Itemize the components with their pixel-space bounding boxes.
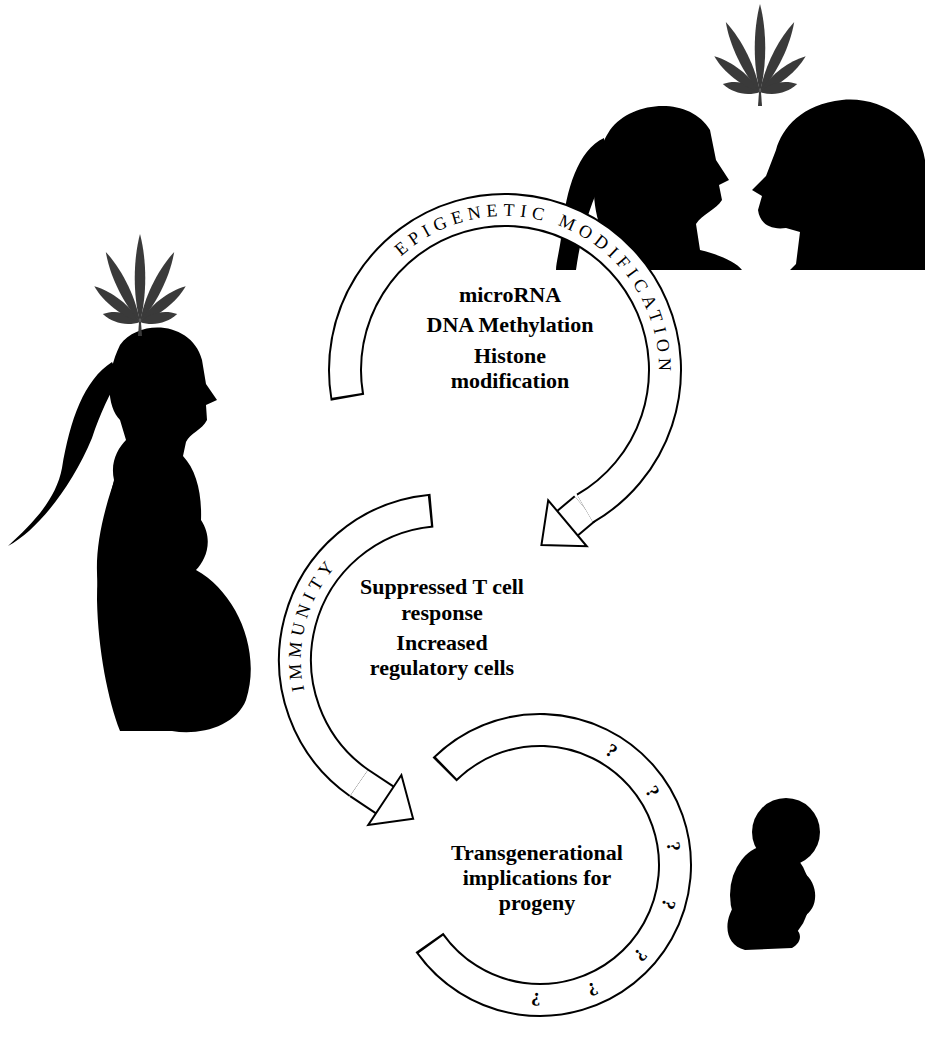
leaflet xyxy=(137,282,189,326)
band-fill xyxy=(431,730,675,1000)
man-profile-silhouette xyxy=(752,100,925,270)
connector-band-fill xyxy=(567,509,585,524)
leaflet xyxy=(759,79,798,97)
arrow-connector xyxy=(359,775,413,825)
arrow-ring-node: IMMUNITYSuppressed T cell responseIncrea… xyxy=(265,480,625,840)
node-text: Transgenerational implications for proge… xyxy=(440,840,635,916)
question-mark: ? xyxy=(530,990,540,1009)
ring-heading-path: IMMUNITY xyxy=(285,553,342,693)
connector-band-fill xyxy=(359,783,385,800)
fetus-silhouette xyxy=(727,798,820,950)
pregnant-woman-silhouette xyxy=(97,328,251,733)
arm xyxy=(97,470,154,646)
leaf-stem xyxy=(758,92,762,106)
leaf-stem xyxy=(138,322,142,336)
arrowhead xyxy=(368,775,413,825)
connector-band-outline xyxy=(359,783,385,800)
text-column: Suppressed T cell responseIncreased regu… xyxy=(352,574,532,685)
leaflet xyxy=(757,52,809,96)
node-text: Histone modification xyxy=(418,343,603,394)
ring-heading: IMMUNITY xyxy=(285,553,342,693)
node-text: DNA Methylation xyxy=(418,312,603,337)
cannabis-leaf xyxy=(91,234,189,336)
arrow-ring-node: Transgenerational implications for proge… xyxy=(375,700,705,1030)
arrowhead xyxy=(541,500,586,546)
text-column: Transgenerational implications for proge… xyxy=(440,840,635,921)
connector-band-outline xyxy=(567,509,585,524)
arrow-connector xyxy=(541,500,586,546)
leaflet xyxy=(139,309,178,327)
text-column: microRNA DNA MethylationHistone modificat… xyxy=(418,282,603,398)
node-text: microRNA xyxy=(418,282,603,307)
arrow-ring-node: EPIGENETIC MODIFICATIONmicroRNADNA Methy… xyxy=(315,180,695,560)
band-outline xyxy=(429,730,675,1000)
node-text: Suppressed T cell response xyxy=(352,574,532,625)
ponytail xyxy=(8,362,120,546)
node-text: Increased regulatory cells xyxy=(352,630,532,681)
cannabis-leaf xyxy=(711,4,809,106)
